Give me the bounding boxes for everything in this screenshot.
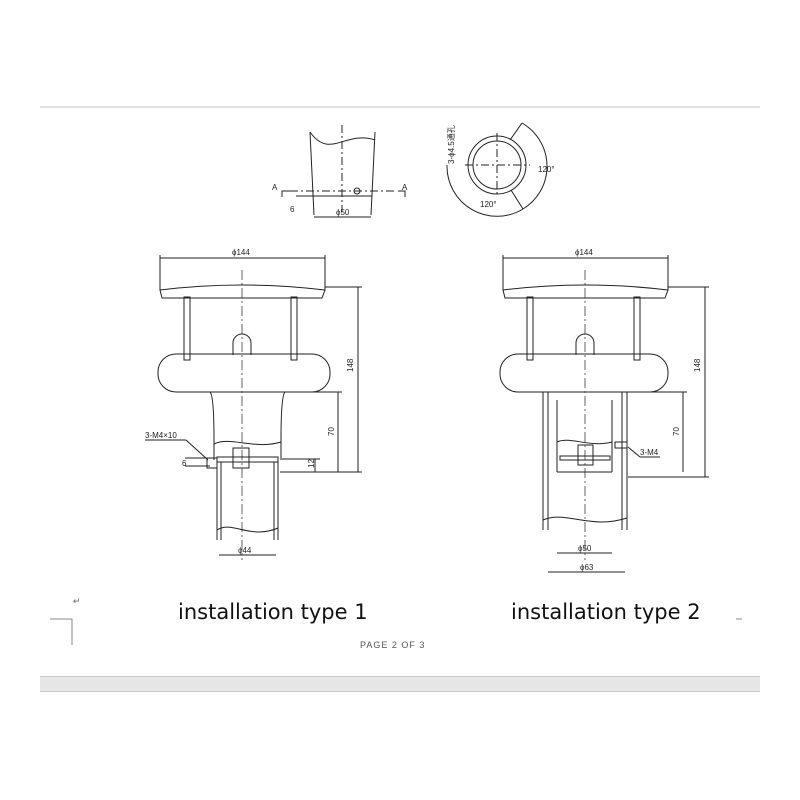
angle-label-1: 120° bbox=[480, 200, 497, 209]
pipe-section-view: A A ϕ50 6 bbox=[272, 125, 408, 218]
holes-label: 3-ϕ4.5通孔 bbox=[446, 125, 456, 164]
type2-screw-label: 3-M4 bbox=[640, 448, 659, 457]
type1-drawing: ϕ144 ϕ44 148 70 12 3-M4×10 6 bbox=[145, 248, 362, 560]
type1-screw-label: 3-M4×10 bbox=[145, 431, 177, 440]
type1-pipe-diameter: ϕ44 bbox=[238, 546, 252, 555]
offset-label: 6 bbox=[290, 205, 295, 214]
section-mark-left: A bbox=[272, 183, 278, 192]
type1-height: 148 bbox=[346, 358, 355, 372]
type2-drawing: ϕ144 ϕ50 ϕ63 148 70 3-M4 bbox=[499, 248, 709, 573]
type2-neck-height: 70 bbox=[672, 427, 681, 436]
type1-offset: 6 bbox=[182, 459, 187, 468]
type2-caption: installation type 2 bbox=[511, 600, 701, 624]
type2-inner-diameter: ϕ50 bbox=[578, 544, 592, 553]
page-bottom-divider bbox=[40, 676, 760, 692]
page-number: PAGE 2 OF 3 bbox=[360, 640, 426, 650]
pipe-cross-section: 120° 120° 3-ϕ4.5通孔 bbox=[446, 122, 555, 217]
crop-mark bbox=[50, 618, 742, 645]
type1-cap-diameter: ϕ144 bbox=[232, 248, 250, 257]
type1-insert-depth: 12 bbox=[307, 459, 316, 468]
type2-outer-diameter: ϕ63 bbox=[580, 563, 594, 572]
type1-neck-height: 70 bbox=[327, 427, 336, 436]
type2-height: 148 bbox=[693, 358, 702, 372]
type1-caption: installation type 1 bbox=[178, 600, 368, 624]
paragraph-mark: ↵ bbox=[73, 596, 81, 606]
pipe-diameter-label: ϕ50 bbox=[336, 208, 350, 217]
angle-label-2: 120° bbox=[538, 165, 555, 174]
type2-cap-diameter: ϕ144 bbox=[575, 248, 593, 257]
page-top-divider bbox=[40, 106, 760, 108]
section-mark-right: A bbox=[402, 183, 408, 192]
